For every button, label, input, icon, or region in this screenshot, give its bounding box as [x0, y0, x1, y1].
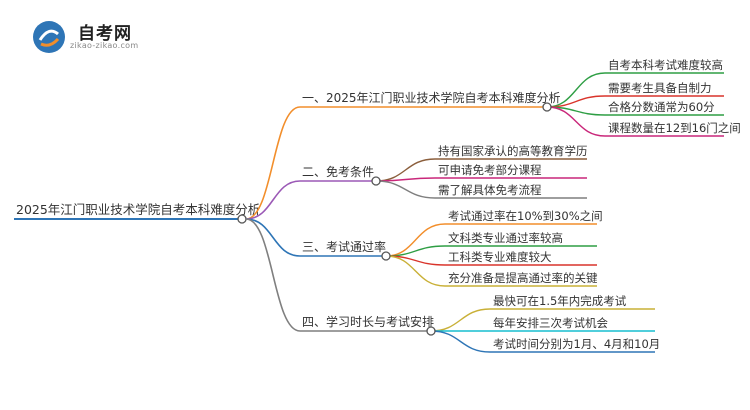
branch-label: 四、学习时长与考试安排 — [302, 314, 434, 329]
leaf-label: 自考本科考试难度较高 — [608, 58, 723, 72]
leaf-connector — [430, 308, 491, 332]
leaf-connector — [375, 180, 436, 199]
logo-icon — [33, 21, 65, 53]
branch-node-dot[interactable] — [371, 176, 381, 186]
branch-connector — [245, 180, 301, 220]
leaf-label: 充分准备是提高通过率的关键 — [448, 271, 598, 285]
leaf-label: 工科类专业难度较大 — [448, 250, 552, 264]
branch-node-dot[interactable] — [426, 326, 436, 336]
branch-4: 四、学习时长与考试安排 最快可在1.5年内完成考试每年安排三次考试机会考试时间分别… — [245, 218, 660, 353]
leaf-connector — [546, 106, 606, 137]
branch-label: 二、免考条件 — [302, 164, 374, 179]
branch-connector — [245, 218, 301, 332]
leaf-label: 最快可在1.5年内完成考试 — [493, 294, 627, 308]
leaf-connector — [375, 177, 436, 182]
leaf-label: 课程数量在12到16门之间 — [608, 121, 741, 135]
leaf-label: 可申请免考部分课程 — [438, 163, 542, 177]
branch-node-dot[interactable] — [542, 102, 552, 112]
branch-1: 一、2025年江门职业技术学院自考本科难度分析 自考本科考试难度较高需要考生具备自… — [245, 58, 741, 220]
leaf-label: 需了解具体免考流程 — [438, 183, 542, 197]
branch-node-dot[interactable] — [381, 251, 391, 261]
leaf-label: 考试时间分别为1月、4月和10月 — [493, 337, 660, 351]
logo-url: zikao-zikao.com — [70, 41, 139, 50]
branch-connector — [245, 218, 301, 257]
root-node-dot[interactable] — [237, 214, 247, 224]
branch-label: 一、2025年江门职业技术学院自考本科难度分析 — [302, 90, 561, 105]
leaf-label: 合格分数通常为60分 — [608, 100, 715, 114]
root-topic-label: 2025年江门职业技术学院自考本科难度分析 — [16, 202, 260, 217]
logo-title: 自考网 — [78, 24, 132, 44]
leaf-label: 需要考生具备自制力 — [608, 81, 712, 95]
branch-label: 三、考试通过率 — [302, 239, 386, 254]
branch-connector — [245, 106, 301, 220]
leaf-label: 持有国家承认的高等教育学历 — [438, 144, 588, 158]
leaf-label: 考试通过率在10%到30%之间 — [448, 209, 603, 223]
leaf-connector — [430, 330, 491, 353]
leaf-label: 每年安排三次考试机会 — [493, 316, 608, 330]
leaf-label: 文科类专业通过率较高 — [448, 231, 563, 245]
leaf-connector — [385, 255, 446, 287]
branch-3: 三、考试通过率 考试通过率在10%到30%之间文科类专业通过率较高工科类专业难度较… — [245, 209, 603, 287]
